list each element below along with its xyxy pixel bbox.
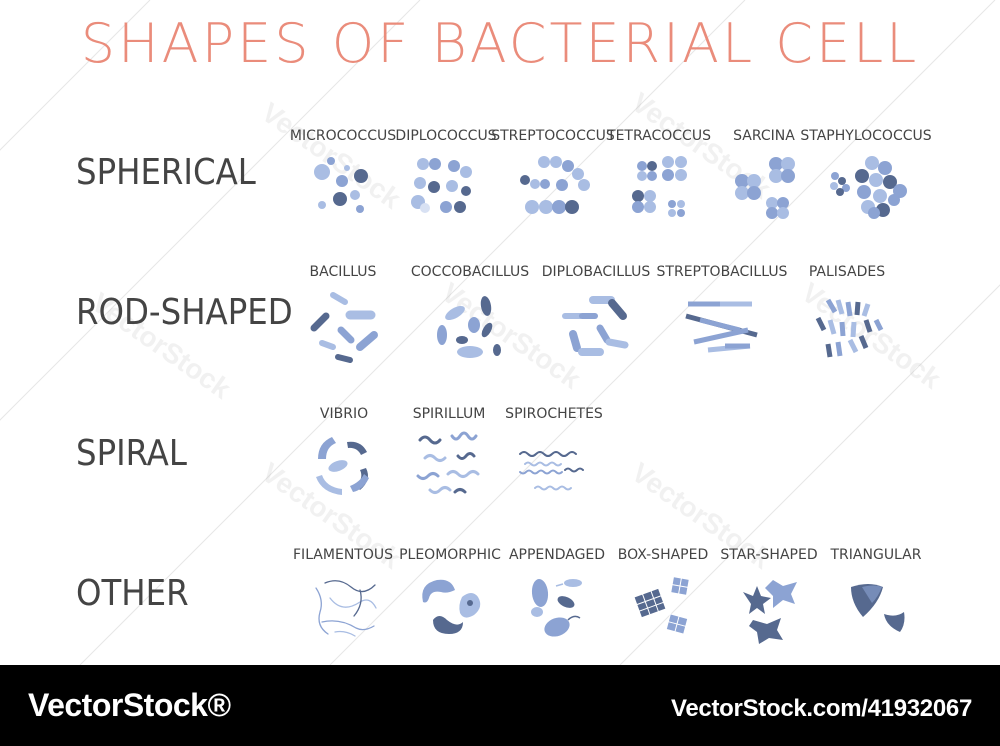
- tetracoccus-illustration: [632, 156, 687, 217]
- spirillum-illustration: [416, 431, 480, 494]
- item-label-streptobacillus: STREPTOBACILLUS: [656, 264, 788, 280]
- star-shaped-illustration: [743, 580, 797, 644]
- row-label-other: OTHER: [76, 573, 189, 614]
- triangular-illustration: [851, 584, 905, 632]
- diagram-canvas: VectorStock VectorStock VectorStock Vect…: [0, 0, 1000, 665]
- spirochetes-illustration: [519, 451, 584, 491]
- bacteria-illustrations: [310, 156, 907, 644]
- watermark-lines: [0, 0, 1000, 665]
- diplococcus-illustration: [411, 158, 472, 213]
- item-label-diplobacillus: DIPLOBACILLUS: [541, 264, 651, 280]
- item-label-spirochetes: SPIROCHETES: [505, 406, 603, 422]
- row-label-spiral: SPIRAL: [76, 433, 187, 474]
- item-label-bacillus: BACILLUS: [309, 264, 377, 280]
- box-shaped-illustration: [633, 576, 690, 635]
- streptobacillus-illustration: [685, 301, 758, 353]
- item-label-coccobacillus: COCCOBACILLUS: [410, 264, 530, 280]
- appendaged-illustration: [531, 579, 582, 637]
- footer-bar: VectorStock® VectorStock.com/41932067: [0, 665, 1000, 746]
- footer-brand-logo: VectorStock®: [28, 687, 231, 723]
- sarcina-illustration: [735, 157, 795, 219]
- row-label-rod-shaped: ROD-SHAPED: [76, 292, 293, 333]
- coccobacillus-illustration: [437, 296, 501, 358]
- item-label-tetracoccus: TETRACOCCUS: [607, 128, 711, 144]
- filamentous-illustration: [315, 580, 377, 637]
- item-label-diplococcus: DIPLOCOCCUS: [395, 128, 497, 144]
- item-label-box-shaped: BOX-SHAPED: [617, 547, 709, 563]
- item-label-micrococcus: MICROCOCCUS: [289, 128, 397, 144]
- item-label-spirillum: SPIRILLUM: [412, 406, 486, 422]
- pleomorphic-illustration: [422, 579, 481, 634]
- item-label-star-shaped: STAR-SHAPED: [720, 547, 818, 563]
- micrococcus-illustration: [314, 157, 368, 213]
- item-label-appendaged: APPENDAGED: [508, 547, 606, 563]
- footer-image-id: VectorStock.com/41932067: [671, 695, 972, 722]
- row-label-spherical: SPHERICAL: [76, 152, 256, 193]
- palisades-illustration: [815, 298, 884, 358]
- diagram-title: SHAPES OF BACTERIAL CELL: [80, 12, 920, 75]
- item-label-sarcina: SARCINA: [733, 128, 795, 144]
- item-label-vibrio: VIBRIO: [319, 406, 369, 422]
- staphylococcus-illustration: [830, 156, 907, 219]
- item-label-pleomorphic: PLEOMORPHIC: [399, 547, 501, 563]
- diplobacillus-illustration: [562, 296, 629, 356]
- item-label-triangular: TRIANGULAR: [830, 547, 922, 563]
- item-label-filamentous: FILAMENTOUS: [293, 547, 393, 563]
- bacillus-illustration: [310, 292, 378, 363]
- item-label-streptococcus: STREPTOCOCCUS: [491, 128, 615, 144]
- item-label-staphylococcus: STAPHYLOCOCCUS: [800, 128, 932, 144]
- streptococcus-illustration: [520, 156, 590, 214]
- vibrio-illustration: [316, 437, 369, 495]
- item-label-palisades: PALISADES: [808, 264, 886, 280]
